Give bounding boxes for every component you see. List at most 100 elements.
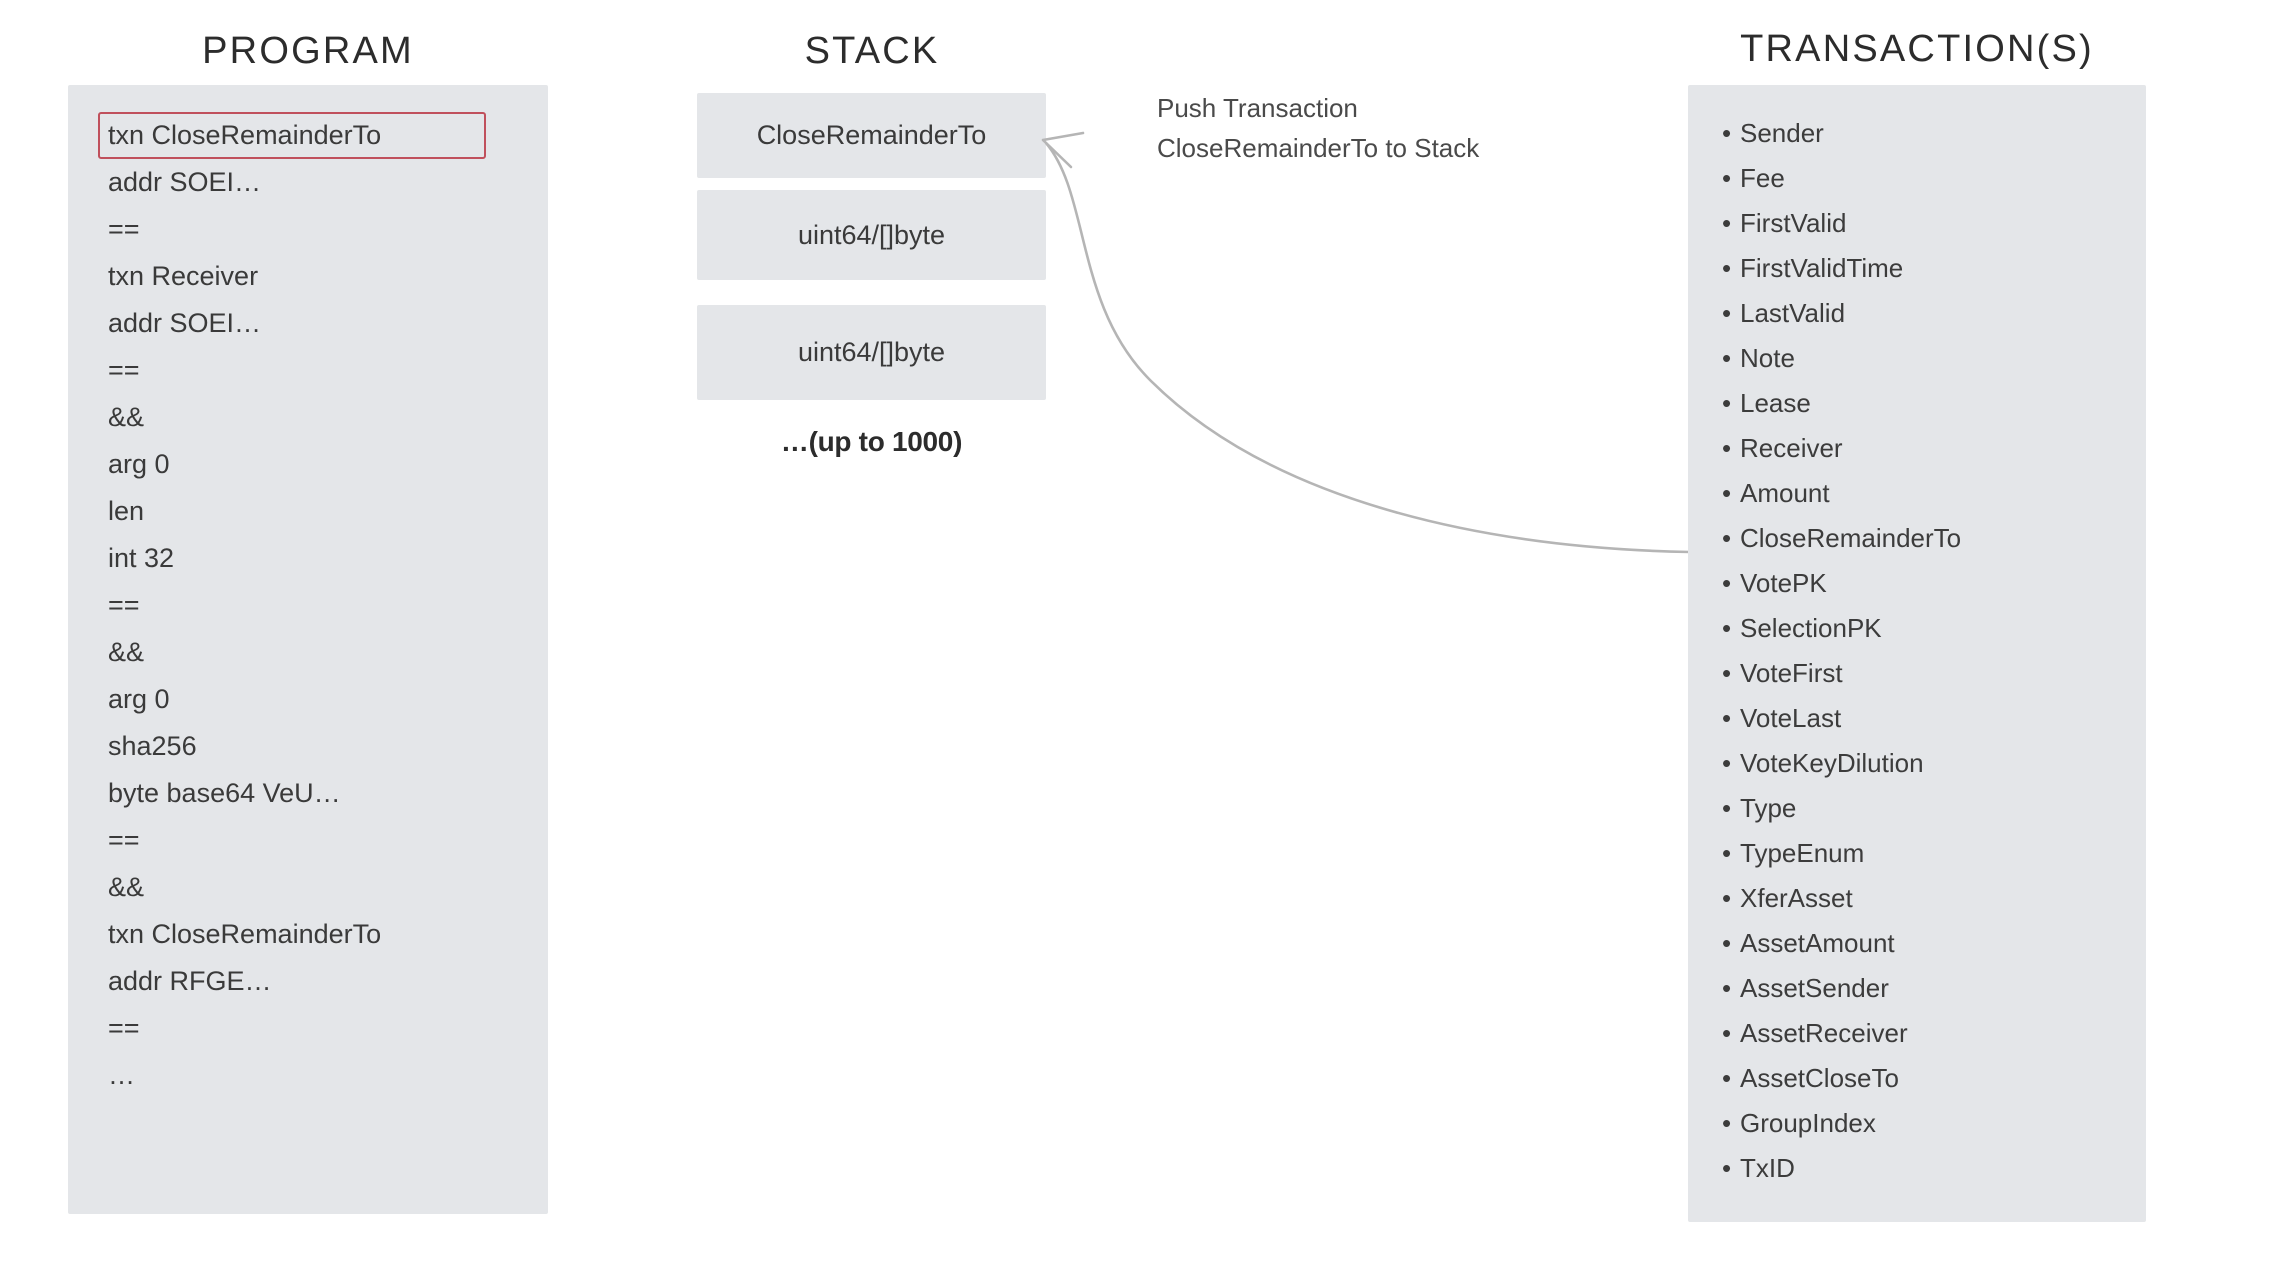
program-line: addr SOEI… — [108, 167, 262, 197]
bullet-icon: • — [1722, 118, 1732, 148]
push-arrow-head — [1041, 131, 1085, 169]
bullet-icon: • — [1722, 748, 1732, 778]
transaction-field: •AssetAmount — [1722, 921, 2136, 966]
transaction-field: • CloseRemainderTo — [1722, 516, 2136, 561]
transaction-field: • VotePK — [1722, 561, 2136, 606]
bullet-icon: • — [1722, 793, 1732, 823]
bullet-icon: • — [1722, 298, 1732, 328]
program-line: txn Receiver — [108, 261, 259, 291]
transaction-field-label: Type — [1740, 793, 1797, 823]
program-line: txn CloseRemainderTo — [108, 919, 382, 949]
transaction-field-label: AssetReceiver — [1740, 1018, 1908, 1048]
bullet-icon: • — [1722, 163, 1732, 193]
bullet-icon: • — [1722, 208, 1732, 238]
transaction-field-label: Receiver — [1740, 433, 1843, 463]
stack-slot-0: CloseRemainderTo — [697, 93, 1046, 178]
bullet-icon: • — [1722, 973, 1732, 1003]
stack-column-heading: STACK — [804, 30, 940, 72]
transaction-field: • FirstValidTime — [1722, 246, 2136, 291]
bullet-icon: • — [1722, 613, 1732, 643]
transaction-field-label: SelectionPK — [1740, 613, 1882, 643]
transaction-field-label: GroupIndex — [1740, 1108, 1876, 1138]
program-line: byte base64 VeU… — [108, 778, 341, 808]
transaction-field: • LastValid — [1722, 291, 2136, 336]
bullet-icon: • — [1722, 838, 1732, 868]
transaction-field: • AssetReceiver — [1722, 1011, 2136, 1056]
transaction-field: • Note — [1722, 336, 2136, 381]
transaction-field: • Sender — [1722, 111, 2136, 156]
transaction-field-label: Fee — [1740, 163, 1785, 193]
bullet-icon: • — [1722, 478, 1732, 508]
transaction-field-label: Sender — [1740, 118, 1824, 148]
program-line: == — [108, 355, 140, 385]
transaction-field: • SelectionPK — [1722, 606, 2136, 651]
transaction-field-list: • Sender • Fee • FirstValid • FirstValidTime • La… — [1722, 111, 2136, 1191]
bullet-icon: • — [1722, 703, 1732, 733]
transaction-field: •Lease — [1722, 381, 2136, 426]
program-instruction-list: txn CloseRemainderTo addr SOEI… == txn Rece… — [98, 112, 536, 1099]
transaction-field: • TxID — [1722, 1146, 2136, 1191]
program-column-heading: PROGRAM — [202, 30, 414, 72]
bullet-icon: • — [1722, 1108, 1732, 1138]
program-line: == — [108, 590, 140, 620]
program-line: … — [108, 1060, 135, 1090]
transaction-field-label: Note — [1740, 343, 1795, 373]
transaction-field-label: TxID — [1740, 1153, 1795, 1183]
transaction-field: • GroupIndex — [1722, 1101, 2136, 1146]
bullet-icon: • — [1722, 568, 1732, 598]
program-line: arg 0 — [108, 449, 170, 479]
transaction-field: • VoteKeyDilution — [1722, 741, 2136, 786]
transaction-field-label: VoteKeyDilution — [1740, 748, 1924, 778]
program-line: addr SOEI… — [108, 308, 262, 338]
transaction-field-label: AssetCloseTo — [1740, 1063, 1899, 1093]
push-annotation-line-2: CloseRemainderTo to Stack — [1157, 133, 1480, 163]
transaction-field: • AssetCloseTo — [1722, 1056, 2136, 1101]
transaction-field-label: CloseRemainderTo — [1740, 523, 1962, 553]
transaction-field: • TypeEnum — [1722, 831, 2136, 876]
program-line: int 32 — [108, 543, 175, 573]
transaction-field-label: FirstValidTime — [1740, 253, 1904, 283]
bullet-icon: • — [1722, 928, 1732, 958]
program-line: addr RFGE… — [108, 966, 272, 996]
transaction-field: • VoteFirst — [1722, 651, 2136, 696]
transaction-field-label: VoteLast — [1740, 703, 1842, 733]
transaction-field-label: VotePK — [1740, 568, 1827, 598]
program-line: == — [108, 825, 140, 855]
transaction-field-label: LastValid — [1740, 298, 1846, 328]
transaction-field-label: VoteFirst — [1740, 658, 1843, 688]
program-line: == — [108, 1013, 140, 1043]
transaction-field: •AssetSender — [1722, 966, 2136, 1011]
transaction-field-label: FirstValid — [1740, 208, 1847, 238]
bullet-icon: • — [1722, 253, 1732, 283]
transactions-column-heading: TRANSACTION(S) — [1740, 28, 2094, 70]
program-line: == — [108, 214, 140, 244]
bullet-icon: • — [1722, 1063, 1732, 1093]
stack-overflow-label: …(up to 1000) — [780, 426, 963, 457]
program-line: arg 0 — [108, 684, 170, 714]
transaction-field: • VoteLast — [1722, 696, 2136, 741]
program-line: && — [108, 872, 145, 902]
bullet-icon: • — [1722, 523, 1732, 553]
stack-slot-1: uint64/[]byte — [697, 190, 1046, 280]
program-line: && — [108, 637, 145, 667]
bullet-icon: • — [1722, 1153, 1732, 1183]
bullet-icon: • — [1722, 1018, 1732, 1048]
program-panel: txn CloseRemainderTo addr SOEI… == txn Rece… — [68, 85, 548, 1214]
stack-slot-2: uint64/[]byte — [697, 305, 1046, 400]
transaction-field-label: TypeEnum — [1740, 838, 1865, 868]
program-line: && — [108, 402, 145, 432]
program-line-highlighted: txn CloseRemainderTo — [98, 112, 486, 159]
bullet-icon: • — [1722, 658, 1732, 688]
transaction-field: • Amount — [1722, 471, 2136, 516]
transactions-panel: • Sender • Fee • FirstValid • FirstValidTime • La… — [1688, 85, 2146, 1222]
bullet-icon: • — [1722, 343, 1732, 373]
bullet-icon: • — [1722, 388, 1732, 418]
bullet-icon: • — [1722, 883, 1732, 913]
program-line: len — [108, 496, 145, 526]
push-arrow-curve — [1045, 142, 1691, 554]
transaction-field-label: Amount — [1740, 478, 1830, 508]
transaction-field: • FirstValid — [1722, 201, 2136, 246]
transaction-field: •Receiver — [1722, 426, 2136, 471]
transaction-field: • Type — [1722, 786, 2136, 831]
